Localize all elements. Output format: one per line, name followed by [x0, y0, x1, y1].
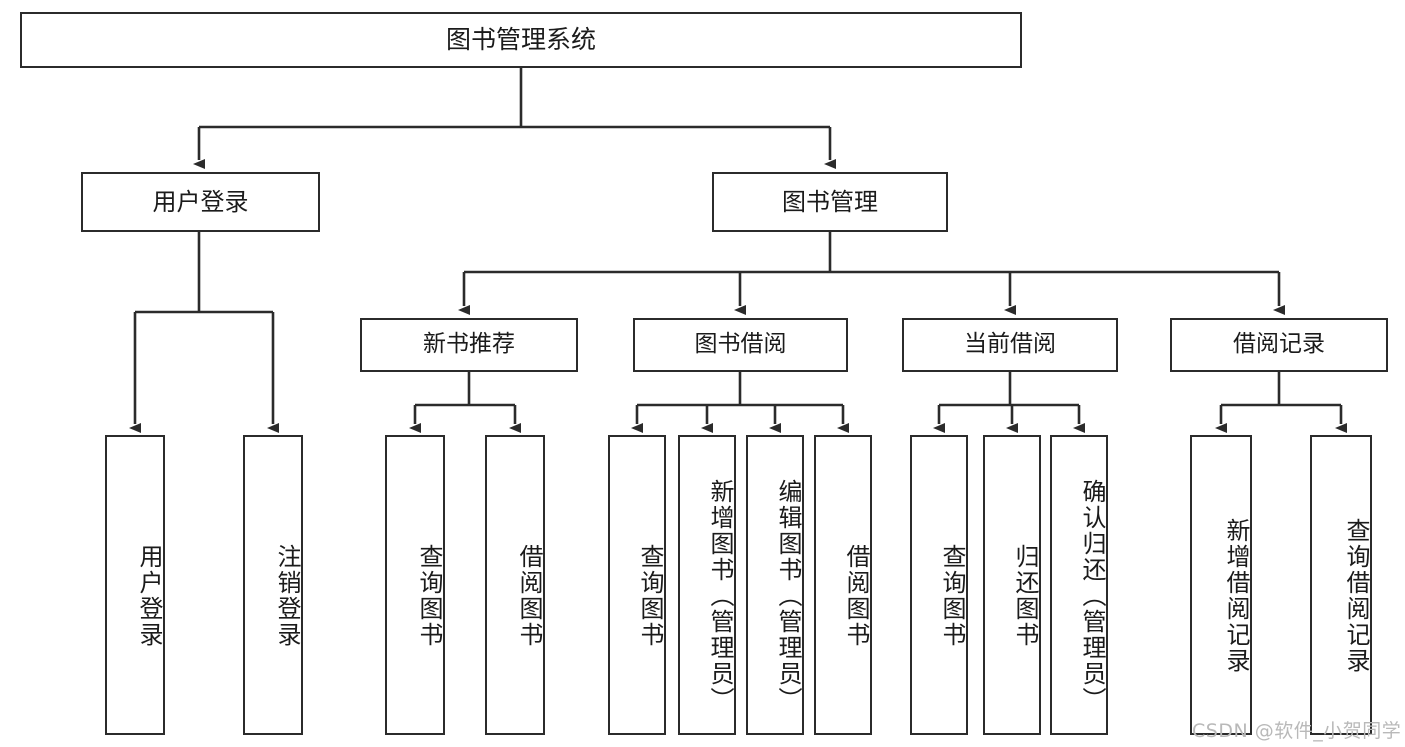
leaf-label: 借阅图书: [842, 544, 870, 648]
csdn-watermark: CSDN @软件_小贺同学: [1192, 720, 1402, 742]
node-borrow-record[interactable]: 借阅记录: [1170, 318, 1388, 372]
leaf-add-book-admin[interactable]: 新增图书（管理员）: [678, 435, 736, 735]
leaf-label: 注销登录: [273, 544, 301, 648]
leaf-query-book-recommend[interactable]: 查询图书: [385, 435, 445, 735]
leaf-label: 查询借阅记录: [1342, 518, 1370, 674]
leaf-user-login[interactable]: 用户登录: [105, 435, 165, 735]
leaf-label: 查询图书: [636, 544, 664, 648]
leaf-label: 新增图书（管理员）: [706, 479, 734, 713]
node-book-management[interactable]: 图书管理: [712, 172, 948, 232]
leaf-return-book[interactable]: 归还图书: [983, 435, 1041, 735]
leaf-label: 查询图书: [415, 544, 443, 648]
leaf-label: 借阅图书: [515, 544, 543, 648]
node-current-borrow[interactable]: 当前借阅: [902, 318, 1118, 372]
leaf-query-borrow-record[interactable]: 查询借阅记录: [1310, 435, 1372, 735]
node-new-book-recommend[interactable]: 新书推荐: [360, 318, 578, 372]
leaf-label: 编辑图书（管理员）: [774, 479, 802, 713]
leaf-label: 归还图书: [1011, 544, 1039, 648]
leaf-label: 确认归还（管理员）: [1078, 479, 1106, 713]
leaf-label: 查询图书: [938, 544, 966, 648]
node-root[interactable]: 图书管理系统: [20, 12, 1022, 68]
leaf-label: 用户登录: [135, 544, 163, 648]
leaf-query-book-borrow[interactable]: 查询图书: [608, 435, 666, 735]
node-book-borrow[interactable]: 图书借阅: [633, 318, 848, 372]
leaf-borrow-book-recommend[interactable]: 借阅图书: [485, 435, 545, 735]
leaf-add-borrow-record[interactable]: 新增借阅记录: [1190, 435, 1252, 735]
leaf-borrow-book[interactable]: 借阅图书: [814, 435, 872, 735]
leaf-logout[interactable]: 注销登录: [243, 435, 303, 735]
leaf-label: 新增借阅记录: [1222, 518, 1250, 674]
leaf-confirm-return-admin[interactable]: 确认归还（管理员）: [1050, 435, 1108, 735]
node-user-login[interactable]: 用户登录: [81, 172, 320, 232]
leaf-edit-book-admin[interactable]: 编辑图书（管理员）: [746, 435, 804, 735]
leaf-query-book-current[interactable]: 查询图书: [910, 435, 968, 735]
